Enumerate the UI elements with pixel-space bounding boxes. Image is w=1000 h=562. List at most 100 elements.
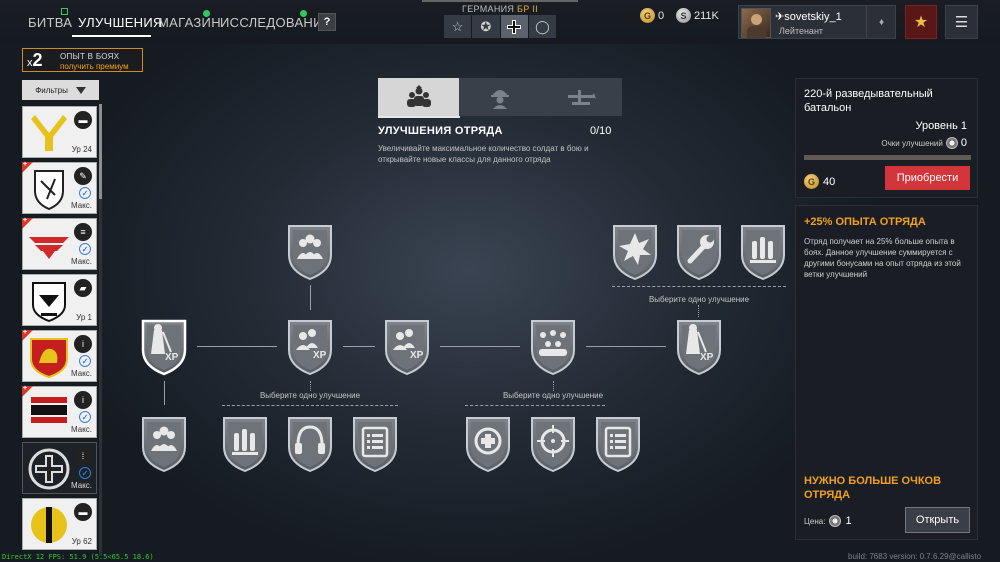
upgrade-node-peoplexp-icon[interactable]: XP [285, 318, 335, 376]
upgrade-description: Отряд получает на 25% больше опыта в боя… [804, 237, 961, 279]
upgrade-node-soldierxp-icon[interactable]: XP [139, 318, 189, 376]
upgrade-node-list-icon[interactable] [350, 415, 400, 473]
tab-vehicle-upgrades[interactable] [540, 78, 622, 116]
upgrade-node-bullets-icon[interactable] [220, 415, 270, 473]
premium-xp-banner[interactable]: x2 ОПЫТ В БОЯХ получить премиум [22, 48, 143, 72]
unit-emblem-icon [27, 167, 71, 211]
nation-tab-circle-icon[interactable]: ◯ [528, 15, 556, 38]
nation-tabs: ☆ ✪ ◯ [444, 15, 556, 38]
upgrade-node-bullets-icon[interactable] [738, 223, 788, 281]
check-icon: ✓ [79, 355, 91, 367]
unit-card[interactable]: ▬Ур 62 [22, 498, 97, 550]
plus-corner-icon [22, 386, 33, 397]
xp-multiplier: x2 [27, 50, 43, 70]
plus-corner-icon [22, 218, 33, 229]
upgrade-point-icon [829, 515, 842, 527]
profile-dropdown-icon[interactable]: ♦ [866, 6, 896, 38]
xp-title: ОПЫТ В БОЯХ [60, 52, 120, 61]
nation-tab-balkenkreuz-icon[interactable] [500, 15, 528, 38]
rank-star-icon[interactable]: ★ [905, 5, 937, 39]
upgrade-node-wrench-icon[interactable] [674, 223, 724, 281]
upgrade-node-list-icon[interactable] [593, 415, 643, 473]
filters-button[interactable]: Фильтры [22, 80, 99, 100]
info-icon: i [74, 391, 92, 409]
svg-text:XP: XP [700, 352, 714, 363]
connector [553, 381, 554, 391]
unit-emblem-icon [27, 503, 71, 547]
upgrade-node-soldierxp-icon[interactable]: XP [674, 318, 724, 376]
unit-emblem-icon [27, 391, 71, 435]
tab-soldier-upgrades[interactable] [459, 78, 541, 116]
unit-card[interactable]: i✓+Макс. [22, 329, 97, 382]
upgrade-points-label: Очки улучшений [881, 138, 943, 148]
upgrade-point-icon [945, 137, 958, 149]
plus-icon: + [23, 329, 28, 336]
nav-battle-indicator [61, 8, 68, 15]
gold-balance[interactable]: G 0 [640, 8, 664, 23]
svg-text:XP: XP [410, 350, 424, 361]
nation-tab-star-filled-icon[interactable]: ✪ [472, 15, 500, 38]
nav-battle[interactable]: БИТВА [28, 15, 73, 30]
get-premium-link[interactable]: получить премиум [60, 62, 129, 71]
funnel-icon [75, 86, 86, 94]
player-profile[interactable]: ✈sovetskiy_1 Лейтенант ♦ [738, 5, 896, 39]
tab-squad-upgrades[interactable] [378, 78, 460, 116]
check-icon: ✓ [79, 411, 91, 423]
unit-level: Макс. [70, 369, 92, 378]
unit-list-scrollbar[interactable] [99, 104, 102, 556]
upgrade-price-value: 1 [845, 515, 852, 527]
upgrade-points-value: 0 [960, 137, 967, 149]
silver-balance[interactable]: S 211K [676, 8, 719, 23]
unit-list-scroll-thumb[interactable] [99, 104, 102, 199]
avatar [741, 8, 771, 38]
nav-upgrades[interactable]: УЛУЧШЕНИЯ [78, 15, 163, 30]
unit-level: Ур 1 [76, 313, 92, 322]
upgrade-price: Цена: 1 [804, 515, 852, 527]
soldier-helmet-icon [490, 90, 509, 109]
need-more-points: НУЖНО БОЛЬШЕ ОЧКОВ ОТРЯДА [804, 475, 942, 501]
upgrade-node-people-icon[interactable] [285, 223, 335, 281]
squad-progress-bar [804, 155, 971, 160]
nav-shop[interactable]: МАГАЗИН [158, 15, 221, 30]
bullets-icon: ⁞ [74, 447, 92, 465]
upgrade-detail-panel: +25% ОПЫТА ОТРЯДА Отряд получает на 25% … [795, 205, 978, 540]
unit-card[interactable]: ▰ Ур 1 [22, 274, 97, 326]
menu-hamburger-icon[interactable]: ☰ [945, 5, 978, 39]
upgrade-node-peoplexp-icon[interactable]: XP [382, 318, 432, 376]
upgrade-price-label: Цена: [804, 516, 826, 526]
help-button[interactable]: ? [318, 13, 336, 31]
connector [586, 346, 666, 347]
nation-label: ГЕРМАНИЯ БР II [422, 4, 578, 14]
nation-tab-star-outline-icon[interactable]: ☆ [444, 15, 472, 38]
upgrade-node-medic-icon[interactable] [463, 415, 513, 473]
open-button[interactable]: Открыть [905, 507, 970, 533]
choose-one-label: Выберите одно улучшение [259, 391, 361, 400]
gold-coin-icon: G [640, 8, 655, 23]
build-version: build: 7683 version: 0.7.6.29@callisto [848, 552, 982, 561]
unit-emblem-icon [27, 447, 71, 491]
truck-icon: ▰ [74, 279, 92, 297]
nav-active-underline [72, 35, 151, 37]
plus-icon: + [23, 161, 28, 168]
unit-card[interactable]: ⁞✓Макс. [22, 442, 97, 494]
unit-card[interactable]: ≡✓+Макс. [22, 217, 97, 270]
squad-level: Уровень 1 [915, 120, 967, 132]
unit-level: Макс. [70, 201, 92, 210]
choose-one-label: Выберите одно улучшение [502, 391, 604, 400]
buy-button[interactable]: Приобрести [885, 166, 970, 190]
upgrade-node-people-icon[interactable] [139, 415, 189, 473]
silver-coin-icon: S [676, 8, 691, 23]
upgrade-node-headset-icon[interactable] [285, 415, 335, 473]
upgrade-node-explosion-icon[interactable] [610, 223, 660, 281]
unit-card[interactable]: ▬Ур 24 [22, 106, 97, 158]
nav-research[interactable]: ИССЛЕДОВАНИЯ [220, 15, 333, 30]
upgrade-node-crowd-icon[interactable] [528, 318, 578, 376]
nation-topline [422, 0, 578, 2]
unit-level: Ур 24 [71, 145, 92, 154]
section-title: УЛУЧШЕНИЯ ОТРЯДА [378, 125, 503, 137]
unit-card[interactable]: ✎✓+Макс. [22, 161, 97, 214]
upgrade-node-crosshair-icon[interactable] [528, 415, 578, 473]
unit-card[interactable]: i✓+Макс. [22, 385, 97, 438]
silver-amount: 211K [694, 9, 719, 22]
nation-name: ГЕРМАНИЯ [462, 4, 515, 14]
